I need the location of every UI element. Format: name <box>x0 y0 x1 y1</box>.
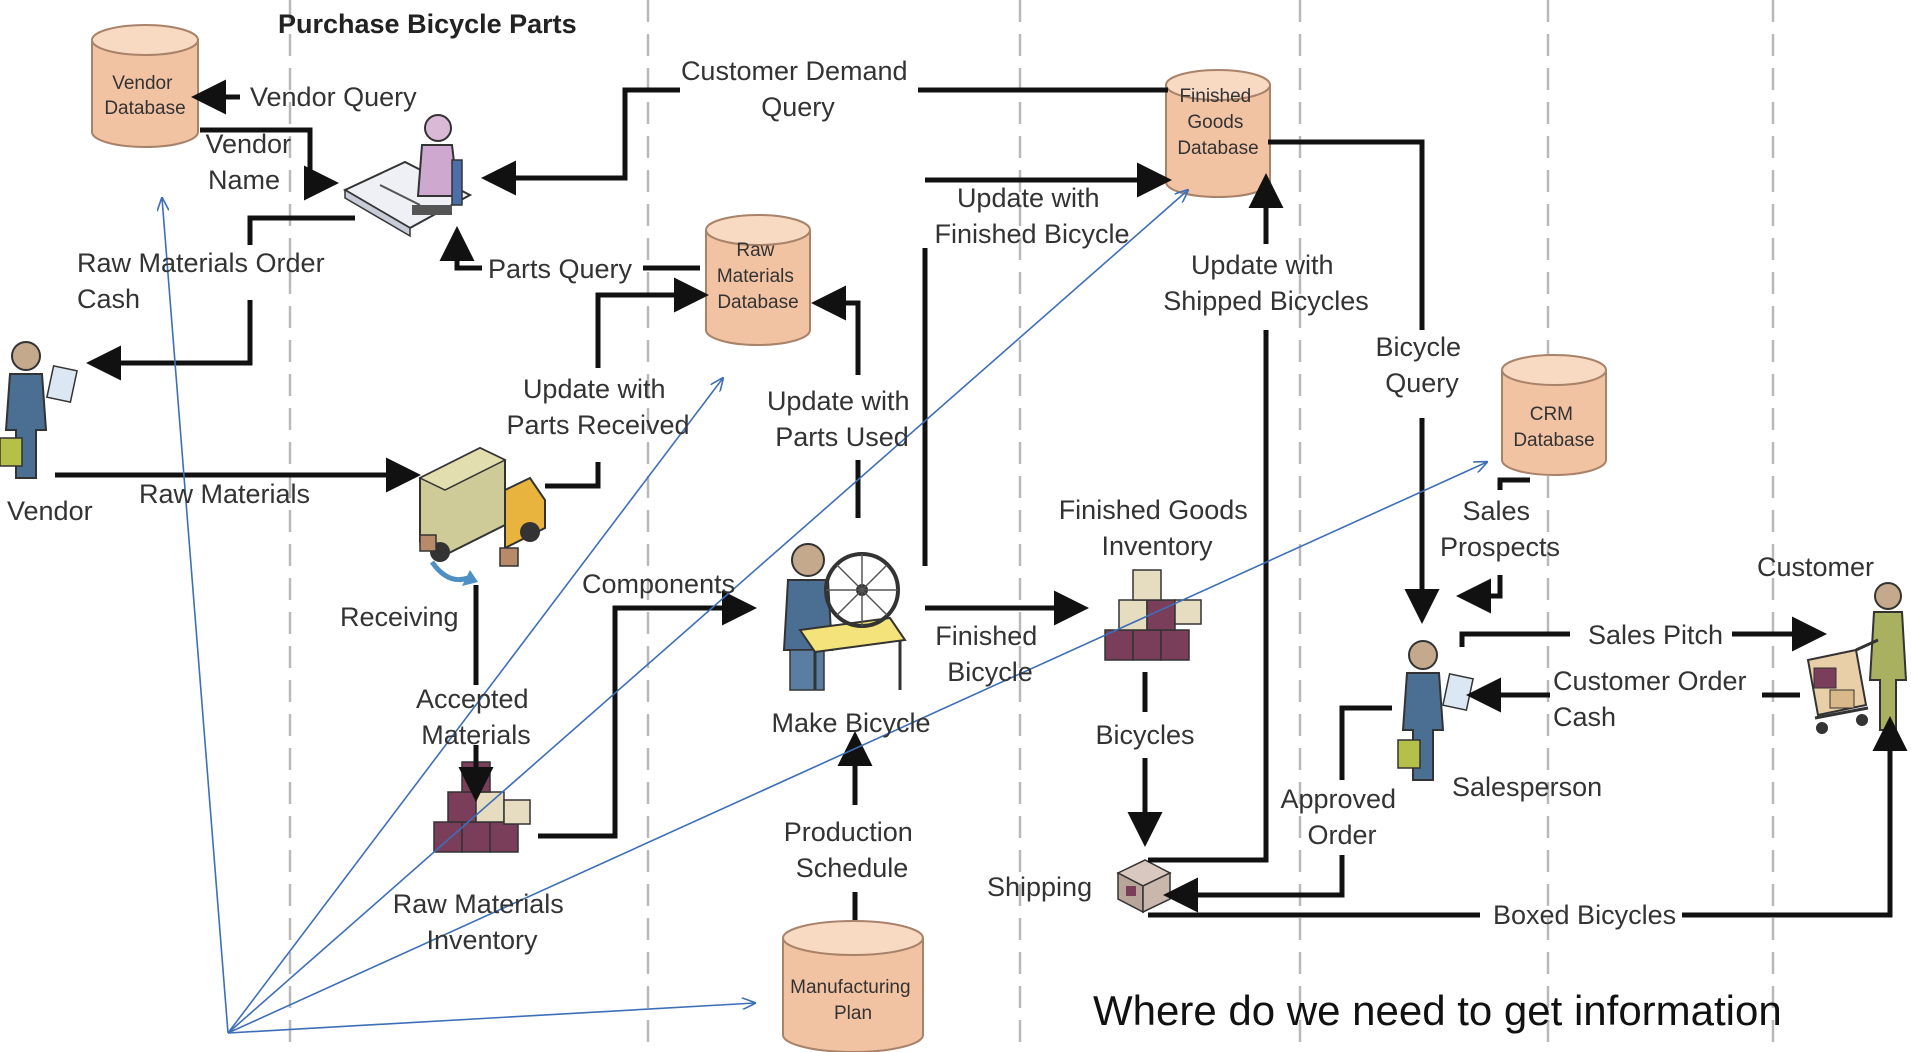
bicycle-assembly-worker-icon <box>782 543 907 691</box>
vendor-person-icon <box>0 341 78 479</box>
process-flow-lines <box>55 79 1908 920</box>
label-vendor-query: Vendor Query <box>250 82 417 112</box>
label-customer: Customer <box>1757 552 1874 582</box>
information-pointer-lines <box>162 190 1487 1034</box>
label-customer-order-cash: Customer Order Cash <box>1553 666 1754 732</box>
label-vendor: Vendor <box>7 496 93 526</box>
label-production-schedule: Production Schedule <box>784 817 921 883</box>
label-bicycles: Bicycles <box>1095 720 1194 750</box>
label-boxed-bicycles: Boxed Bicycles <box>1493 900 1676 930</box>
vendor-database-label: Vendor Database <box>104 73 185 119</box>
label-finished-goods-inventory: Finished Goods Inventory <box>1059 495 1256 561</box>
diagram-title: Purchase Bicycle Parts <box>278 9 577 39</box>
manufacturing-plan-database: Manufacturing Plan <box>782 920 924 1052</box>
label-raw-materials: Raw Materials <box>139 479 310 509</box>
label-make-bicycle: Make Bicycle <box>771 708 930 738</box>
annotation-question: Where do we need to get information <box>1093 987 1782 1034</box>
label-customer-demand-query: Customer Demand Query <box>681 56 915 122</box>
label-finished-bicycle: Finished Bicycle <box>935 621 1045 687</box>
label-raw-materials-inventory: Raw Materials Inventory <box>393 889 572 955</box>
label-bicycle-query: Bicycle Query <box>1375 332 1468 398</box>
crm-database: CRM Database <box>1501 354 1607 476</box>
label-sales-prospects: Sales Prospects <box>1440 496 1560 562</box>
swimlane-dividers <box>288 0 1775 1052</box>
finished-goods-database-label: Finished Goods Database <box>1177 86 1258 159</box>
label-update-parts-used: Update with Parts Used <box>767 386 917 452</box>
crm-database-label: CRM Database <box>1513 404 1594 451</box>
label-raw-materials-order-cash: Raw Materials Order Cash <box>77 248 332 314</box>
finished-goods-database: Finished Goods Database <box>1165 69 1271 198</box>
salesperson-person-icon <box>1397 640 1474 781</box>
vendor-database: Vendor Database <box>91 24 199 148</box>
raw-materials-database-label: Raw Materials Database <box>717 240 799 313</box>
flow-labels: Vendor Query Vendor Name Customer Demand… <box>77 56 1754 930</box>
label-shipping: Shipping <box>987 872 1092 902</box>
label-accepted-materials: Accepted Materials <box>416 684 536 750</box>
label-parts-query: Parts Query <box>488 254 633 284</box>
label-receiving: Receiving <box>340 602 459 632</box>
label-update-shipped-bicycles: Update with Shipped Bicycles <box>1163 250 1369 316</box>
finished-goods-inventory-boxes-icon <box>1104 569 1202 661</box>
label-update-parts-received: Update with Parts Received <box>506 374 689 440</box>
delivery-truck-icon <box>418 446 546 586</box>
label-sales-pitch: Sales Pitch <box>1588 620 1723 650</box>
label-approved-order: Approved Order <box>1280 784 1403 850</box>
purchasing-clerk-icon <box>342 114 473 238</box>
label-components: Components <box>582 569 735 599</box>
label-update-finished-bicycle: Update with Finished Bicycle <box>934 183 1129 249</box>
node-labels: Vendor Receiving Raw Materials Inventory… <box>7 495 1874 955</box>
label-salesperson: Salesperson <box>1452 772 1602 802</box>
shipping-box-icon <box>1116 859 1172 914</box>
raw-materials-database: Raw Materials Database <box>705 214 811 346</box>
label-vendor-name: Vendor Name <box>205 129 298 195</box>
manufacturing-plan-label: Manufacturing Plan <box>790 977 916 1024</box>
customer-with-cart-icon <box>1806 582 1908 734</box>
